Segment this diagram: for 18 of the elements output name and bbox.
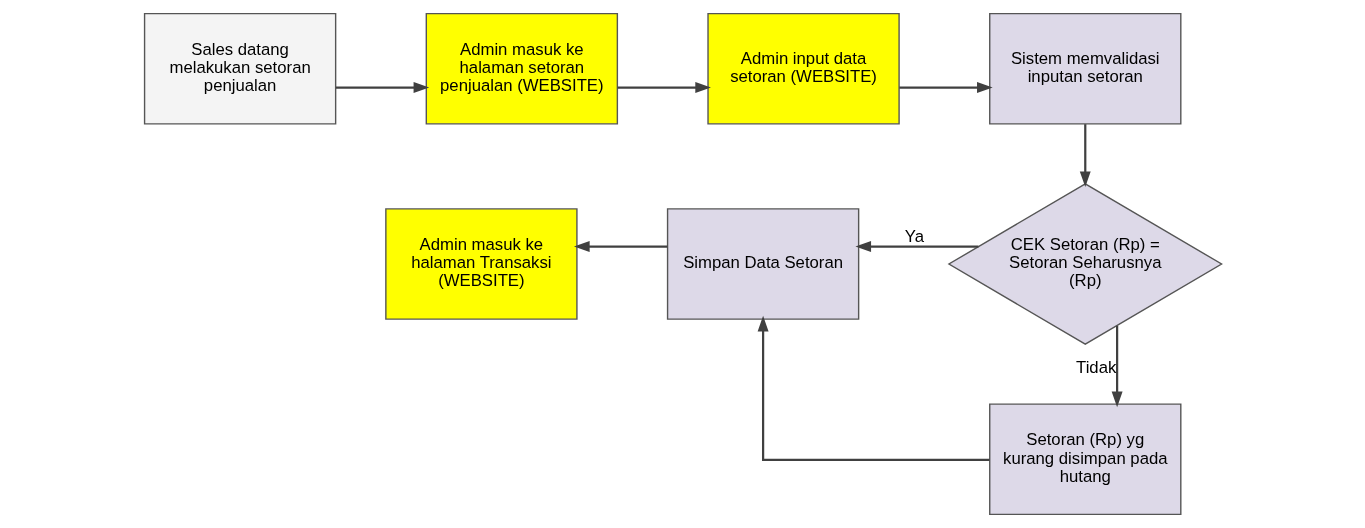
node-box: Simpan Data Setoran <box>666 208 859 320</box>
edge-label: Tidak <box>1075 357 1116 377</box>
arrow <box>898 82 993 94</box>
node-box: Admin masuk ke halaman Transaksi (WEBSITE) <box>384 208 578 320</box>
node-box: Setoran (Rp) yg kurang disimpan pada hutang <box>988 403 1181 516</box>
node-diamond: CEK Setoran (Rp) = Setoran Seharusnya (Rp) <box>947 183 1223 345</box>
arrow <box>573 241 667 253</box>
node-box: Admin input data setoran (WEBSITE) <box>706 12 900 125</box>
node-box: Sales datang melakukan setoran penjualan <box>143 12 336 125</box>
arrow <box>335 82 429 94</box>
node-box: Sistem memvalidasi inputan setoran <box>988 12 1181 125</box>
arrow <box>617 82 711 94</box>
arrow <box>854 241 978 253</box>
edge-label: Ya <box>904 226 924 246</box>
arrow <box>757 315 989 462</box>
arrow <box>1111 325 1123 408</box>
arrow <box>1079 124 1091 188</box>
node-box: Admin masuk ke halaman setoran penjualan (WEBSITE) <box>425 12 618 125</box>
